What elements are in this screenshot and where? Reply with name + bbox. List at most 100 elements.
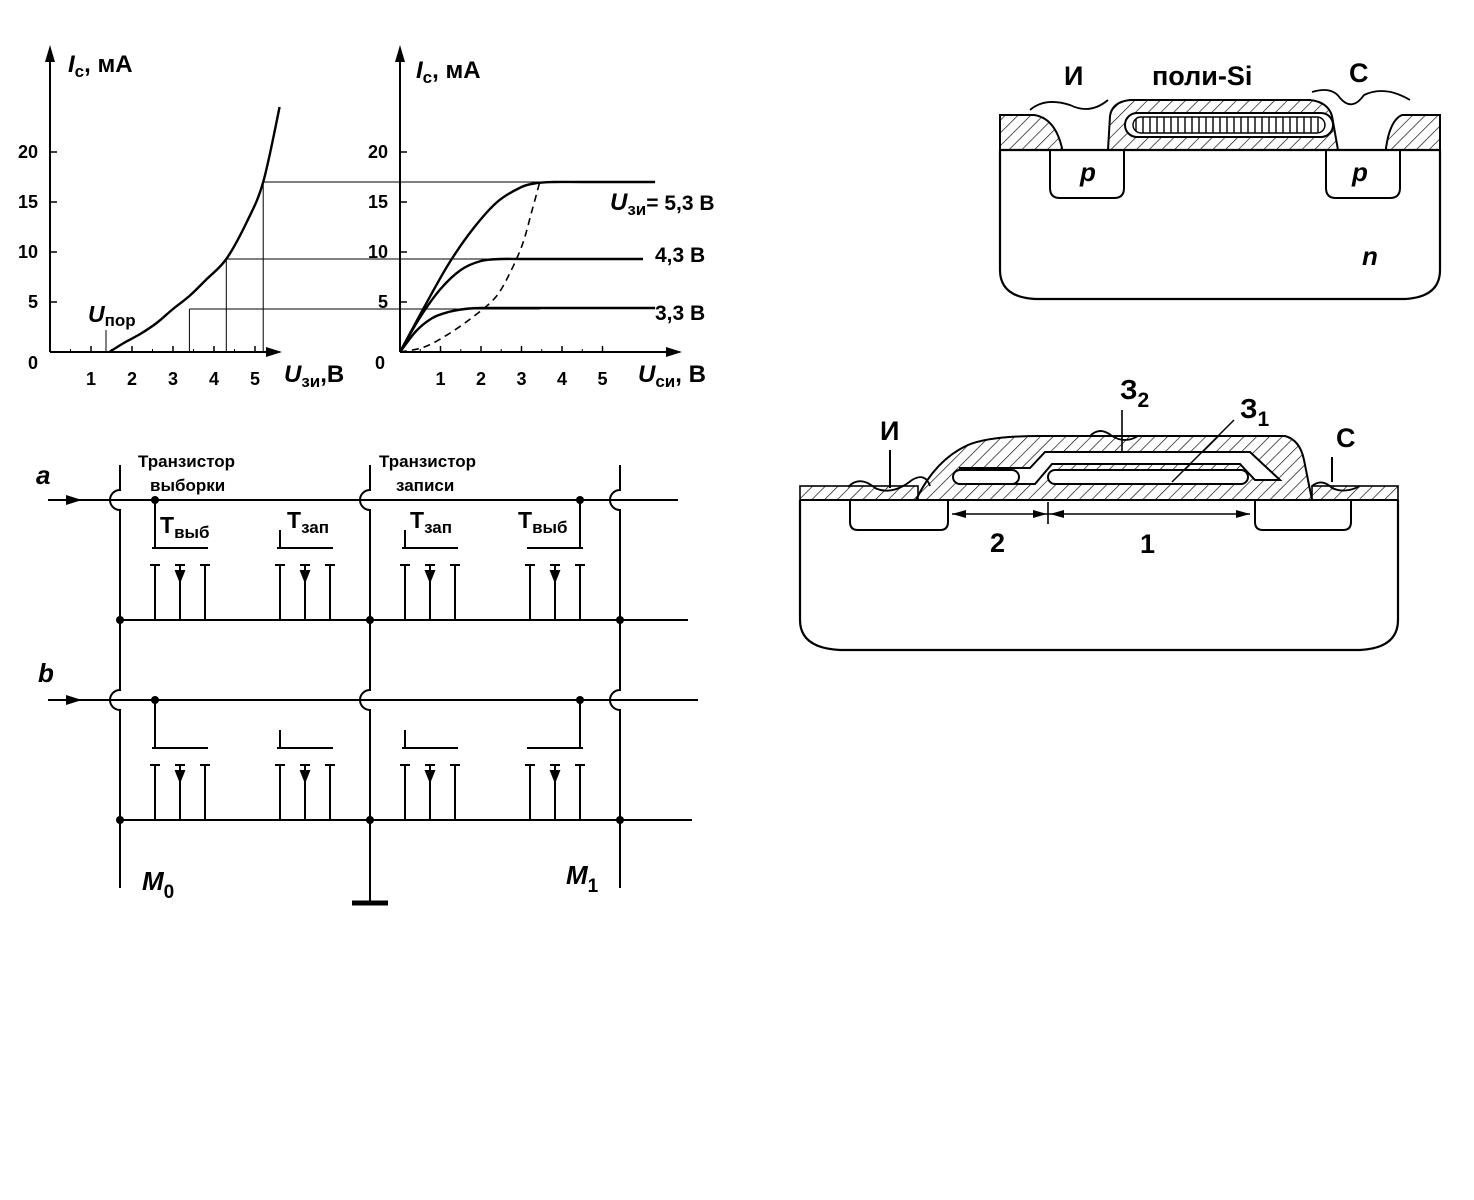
transistor-substrate-arrow [549, 770, 561, 784]
label-t-select-2: Твыб [518, 507, 568, 537]
gate-contact-bottom [1089, 430, 1139, 441]
header-write-line2: записи [396, 476, 454, 495]
substrate-outline-bottom [798, 500, 1400, 652]
transfer-x-label: Uзи,В [284, 361, 344, 391]
memory-matrix-circuit [48, 465, 698, 906]
output-curve-1 [398, 257, 643, 353]
output-axes [395, 45, 682, 357]
p-region-left [1049, 150, 1125, 199]
drain-contact [1311, 89, 1411, 106]
series-label-4-3: 4,3 В [655, 244, 705, 267]
transistor-substrate-arrow [549, 570, 561, 584]
transfer-y-label: Iс, мА [68, 51, 133, 81]
transfer-y-arrow [45, 45, 55, 62]
field-oxide-left [999, 114, 1063, 151]
transfer-x-tick-label: 3 [168, 369, 178, 389]
output-x-label: Uси, В [638, 361, 706, 391]
label-t-select-1: Твыб [160, 512, 210, 542]
bitline-m0 [109, 465, 121, 888]
gate-wire-write-b-left [279, 730, 330, 749]
transistor-substrate-arrow [174, 570, 186, 584]
gate-wire-select-a-left [154, 500, 205, 549]
n-substrate-label: n [1362, 241, 1378, 271]
transistor-substrate-arrow [424, 770, 436, 784]
label-t-write-2: Тзап [410, 507, 452, 537]
transfer-origin-label: 0 [28, 353, 38, 373]
mos-structure-top: И С поли-Si p p n [998, 58, 1442, 301]
series-label-5-3: Uзи= 5,3 В [610, 189, 715, 219]
header-write-line1: Транзистор [379, 452, 476, 471]
transfer-x-tick-label: 2 [127, 369, 137, 389]
output-y-tick-label: 20 [368, 142, 388, 162]
saturation-boundary [399, 181, 541, 353]
gate-wire-write-a-left [279, 530, 330, 549]
source-label-bottom: И [880, 416, 899, 446]
dim-arrow-2-left [952, 510, 966, 518]
output-curve-0 [398, 180, 656, 353]
drain-region-bottom [1254, 500, 1352, 531]
p-label-left: p [1079, 157, 1096, 187]
label-t-write-1: Тзап [287, 507, 329, 537]
junction-dots [116, 496, 624, 824]
transistor-substrate-arrow [299, 770, 311, 784]
transfer-x-tick-label: 1 [86, 369, 96, 389]
threshold-label: Uпор [88, 301, 136, 330]
transistor-substrate-arrow [299, 570, 311, 584]
series-label-3-3: 3,3 В [655, 302, 705, 325]
output-curve-2 [399, 306, 656, 353]
transistor-substrate-arrow [424, 570, 436, 584]
region-2-label: 2 [990, 528, 1005, 558]
poly-si-gate [1132, 116, 1326, 134]
dim-arrow-1-left [1050, 510, 1064, 518]
dim-arrow-2-right [1033, 510, 1047, 518]
transfer-y-tick-label: 10 [18, 242, 38, 262]
row-label-b: b [38, 658, 54, 688]
row-b-arrow [66, 695, 82, 705]
region-1-label: 1 [1140, 529, 1155, 559]
drain-label-bottom: С [1336, 423, 1356, 453]
row-a-arrow [66, 495, 82, 505]
dim-arrow-1-right [1236, 510, 1250, 518]
output-y-tick-label: 5 [378, 292, 388, 312]
output-y-arrow [395, 45, 405, 62]
mos-structure-bottom: И С З2 З1 2 1 [798, 374, 1400, 652]
source-label-top: И [1064, 61, 1083, 91]
source-contact [1029, 99, 1109, 111]
output-x-tick-label: 5 [598, 369, 608, 389]
p-label-right: p [1351, 157, 1368, 187]
substrate-outline-top [998, 150, 1442, 301]
row-label-a: a [36, 460, 50, 490]
bitline-m1 [609, 465, 621, 888]
gate-wire-select-b-right [530, 700, 581, 749]
column-label-m1: M1 [566, 860, 599, 897]
gate-wire-write-b-right [404, 730, 455, 749]
column-label-m0: M0 [142, 866, 174, 903]
output-y-tick-label: 10 [368, 242, 388, 262]
gate-z1-label: З1 [1240, 393, 1270, 431]
transfer-x-tick-label: 4 [209, 369, 219, 389]
transfer-guides [188, 181, 540, 352]
transfer-y-tick-label: 5 [28, 292, 38, 312]
p-region-right [1325, 150, 1401, 199]
output-x-tick-label: 1 [436, 369, 446, 389]
gate-wire-write-a-right [404, 530, 455, 549]
gate-z2-label: З2 [1120, 374, 1149, 412]
circuit-labels: a b M0 M1 Транзистор выборки Транзистор … [36, 452, 599, 903]
gate-wire-select-a-right [530, 500, 581, 549]
transfer-y-tick-label: 20 [18, 142, 38, 162]
transfer-chart: 1 2 3 4 5 5 10 15 20 Iс, мА Uзи,В 0 Uпор [18, 45, 540, 391]
drain-label-top: С [1349, 58, 1369, 88]
field-oxide-right [1385, 114, 1441, 151]
source-contact-bottom [847, 476, 931, 492]
header-select-line2: выборки [150, 476, 225, 495]
transistor-substrate-arrow [174, 770, 186, 784]
output-x-tick-label: 2 [476, 369, 486, 389]
gate-label-top: поли-Si [1152, 61, 1252, 91]
output-x-tick-label: 4 [557, 369, 567, 389]
gate-z2-left-section [952, 469, 1020, 485]
output-y-tick-label: 15 [368, 192, 388, 212]
